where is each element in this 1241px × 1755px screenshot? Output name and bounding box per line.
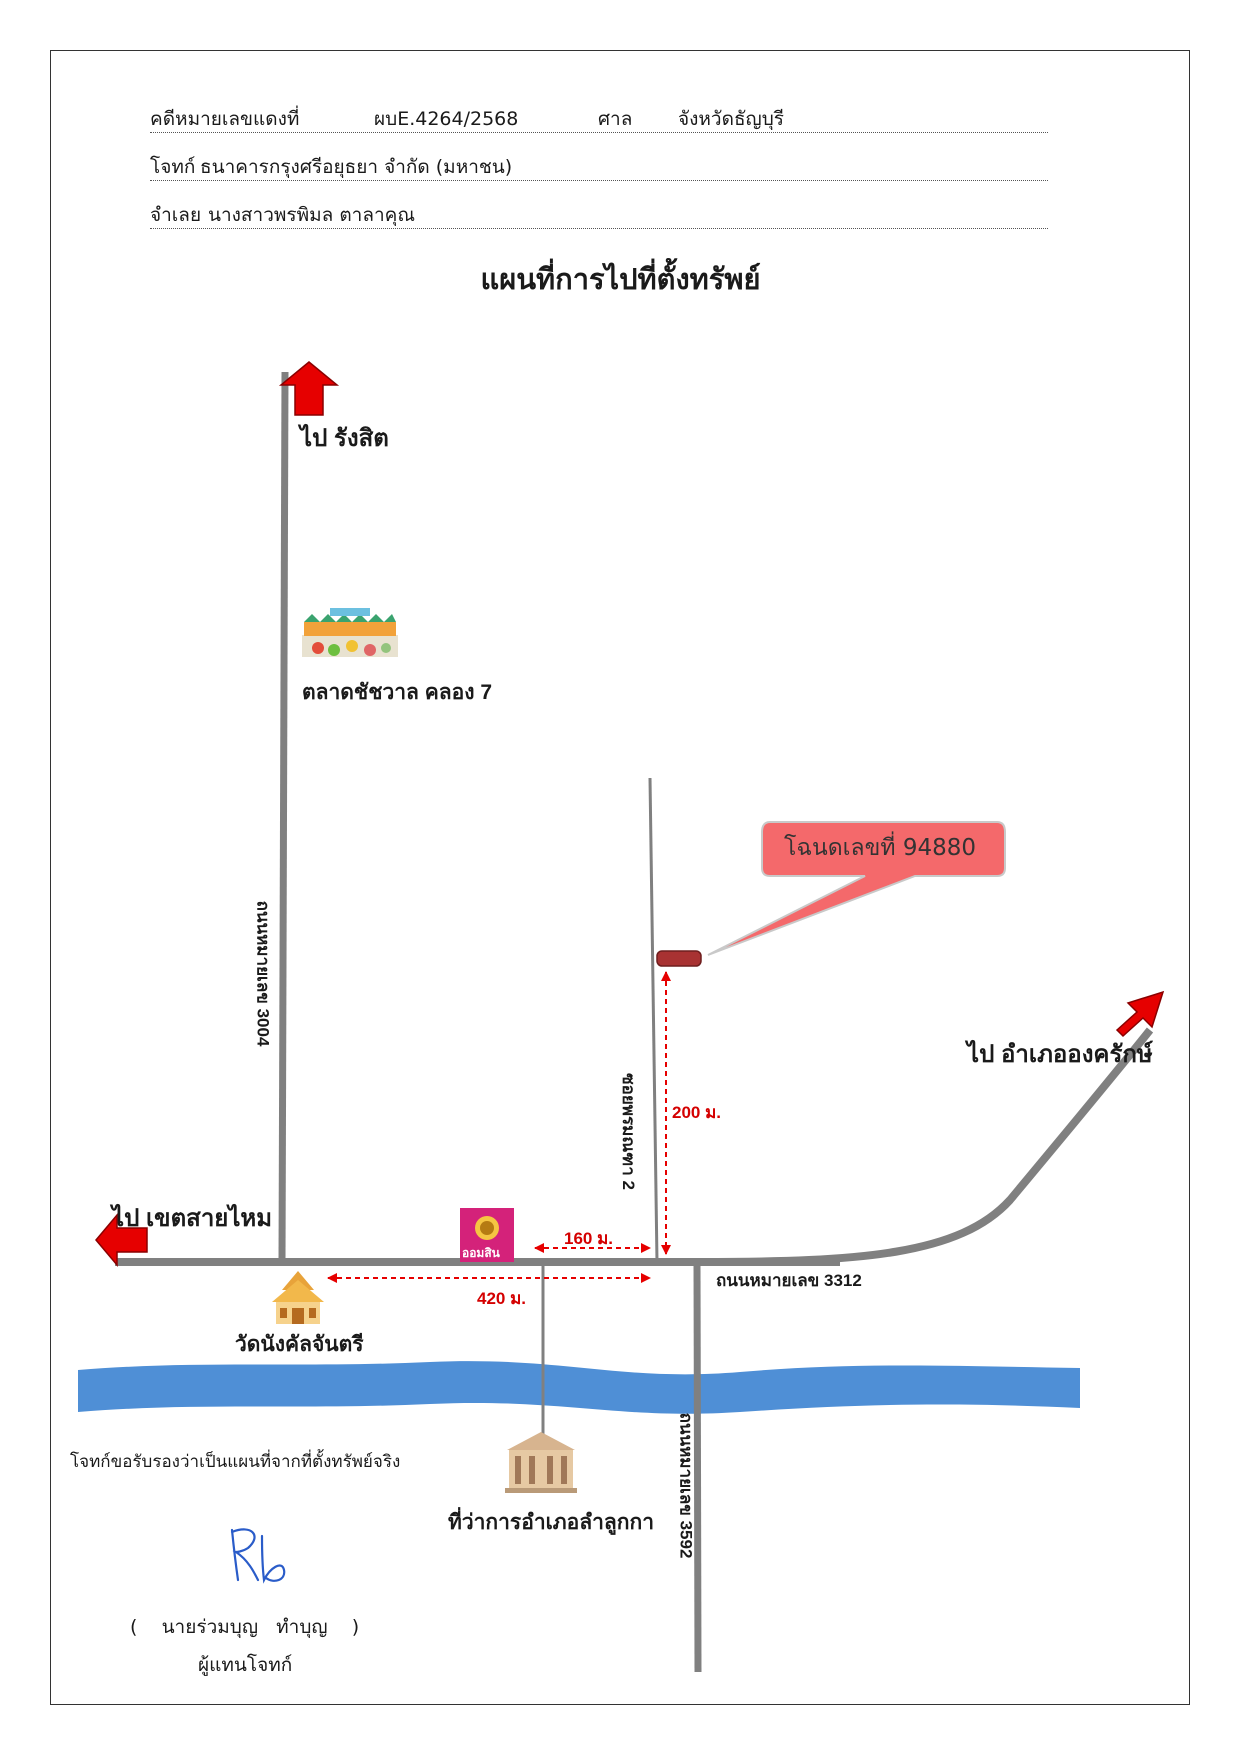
signer-role: ผู้แทนโจทก์ — [198, 1654, 293, 1676]
arrow-left-khet-sai-mai — [95, 1212, 148, 1268]
plaintiff-label: โจทก์ — [150, 156, 196, 178]
plaintiff-name: ธนาคารกรุงศรีอยุธยา จำกัด (มหาชน) — [200, 156, 513, 178]
map-title: แผนที่การไปที่ตั้งทรัพย์ — [480, 262, 761, 296]
label-to-khet-sai-mai: ไป เขตสายไหม — [112, 1205, 273, 1232]
label-market: ตลาดชัชวาล คลอง 7 — [302, 681, 493, 704]
arrow-ne-ongkharak — [1115, 990, 1165, 1038]
defendant-label: จำเลย — [150, 204, 202, 226]
soi-phrommontha — [648, 777, 659, 1263]
label-to-rangsit: ไป รังสิต — [300, 425, 389, 452]
label-to-ongkharak: ไป อำเภอองครักษ์ — [967, 1041, 1153, 1068]
callout-deed-number: โฉนดเลขที่ 94880 — [784, 835, 976, 861]
label-dist-160: 160 ม. — [564, 1229, 614, 1248]
label-road-3312: ถนนหมายเลข 3312 — [716, 1271, 862, 1290]
deed-callout — [707, 821, 1006, 956]
case-row: คดีหมายเลขแดงที่ ผบE.4264/2568 ศาล จังหว… — [150, 100, 1048, 133]
market-icon — [302, 608, 398, 657]
court-label: ศาล — [598, 108, 633, 130]
road-3004 — [278, 371, 289, 1263]
label-dist-420: 420 ม. — [477, 1289, 527, 1308]
signer-name: ( นายร่วมบุญ ทำบุญ ) — [130, 1616, 360, 1638]
road-3312-curve — [699, 1027, 1154, 1266]
case-number: ผบE.4264/2568 — [374, 108, 519, 130]
certification-text: โจทก์ขอรับรองว่าเป็นแผนที่จากที่ตั้งทรัพ… — [70, 1452, 401, 1472]
label-district-office: ที่ว่าการอำเภอลำลูกกา — [448, 1511, 655, 1534]
defendant-name: นางสาวพรพิมล ตาลาคุณ — [208, 204, 415, 226]
road-3592 — [693, 1261, 702, 1673]
property-marker — [656, 950, 702, 967]
label-temple: วัดนังคัลจันตรี — [235, 1333, 364, 1356]
river — [78, 1361, 1080, 1414]
district-office-icon — [505, 1432, 577, 1493]
gsb-bank-icon — [460, 1208, 514, 1262]
defendant-row: จำเลย นางสาวพรพิมล ตาลาคุณ — [150, 196, 1048, 229]
label-dist-200: 200 ม. — [672, 1103, 722, 1122]
case-label: คดีหมายเลขแดงที่ — [150, 108, 300, 130]
arrow-up-rangsit — [278, 361, 340, 416]
temple-icon — [272, 1271, 324, 1324]
court-name: จังหวัดธัญบุรี — [678, 108, 784, 130]
label-bank: ออมสิน — [462, 1246, 500, 1260]
label-soi-phrommontha: ซอยพรมณฑา 2 — [618, 1073, 638, 1190]
page-frame — [50, 50, 1190, 1705]
plaintiff-row: โจทก์ ธนาคารกรุงศรีอยุธยา จำกัด (มหาชน) — [150, 148, 1048, 181]
signature — [230, 1528, 286, 1584]
label-road-3004: ถนนหมายเลข 3004 — [253, 900, 273, 1047]
label-road-3592: ถนนหมายเลข 3592 — [676, 1412, 696, 1559]
